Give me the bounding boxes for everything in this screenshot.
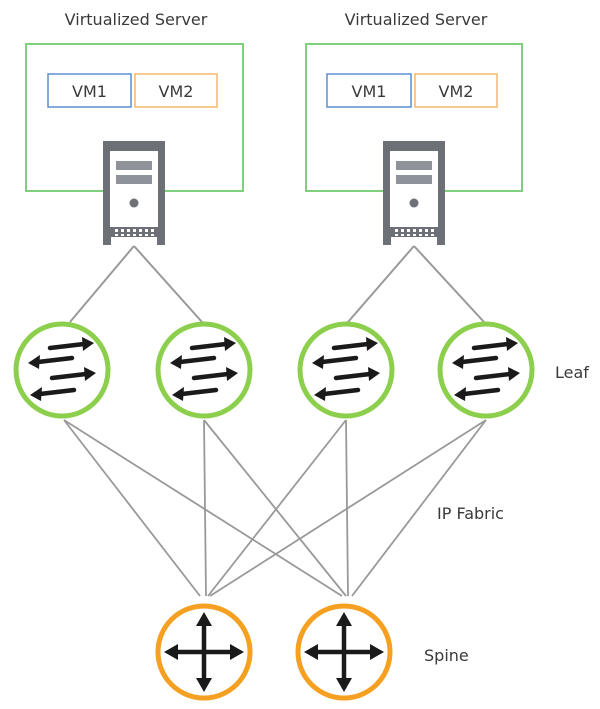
leaf-switch-icon	[158, 324, 250, 416]
server-2-vm1-box	[326, 73, 412, 108]
server-2-vm2-box	[414, 73, 498, 108]
leaf-layer: Leaf	[16, 324, 589, 416]
server-1-vm1-label: VM1	[72, 82, 107, 101]
server-1-vm2-label: VM2	[159, 82, 194, 101]
spine-label: Spine	[424, 646, 469, 665]
server-leaf-links	[69, 245, 485, 323]
spine-router-icon	[158, 606, 250, 698]
rack-server-icon	[103, 141, 165, 245]
leaf-switch-icon	[16, 324, 108, 416]
server-2-vm2-label: VM2	[439, 82, 474, 101]
leaf-switch-icon	[300, 324, 392, 416]
virtualized-server-2: Virtualized Server VM1 VM2	[305, 10, 523, 245]
leaf-spine-links	[63, 419, 487, 597]
ip-fabric-label: IP Fabric	[437, 504, 504, 523]
server-2-title: Virtualized Server	[345, 10, 488, 29]
spine-layer: Spine	[158, 606, 469, 698]
server-1-vm2-box	[134, 73, 218, 108]
leaf-switch-icon	[440, 324, 532, 416]
rack-server-icon	[383, 141, 445, 245]
server-1-vm1-box	[47, 73, 132, 108]
leaf-label: Leaf	[555, 363, 589, 382]
spine-router-icon	[298, 606, 390, 698]
virtualized-server-1: Virtualized Server VM1 VM2	[25, 10, 244, 245]
server-2-vm1-label: VM1	[352, 82, 387, 101]
server-1-title: Virtualized Server	[65, 10, 208, 29]
